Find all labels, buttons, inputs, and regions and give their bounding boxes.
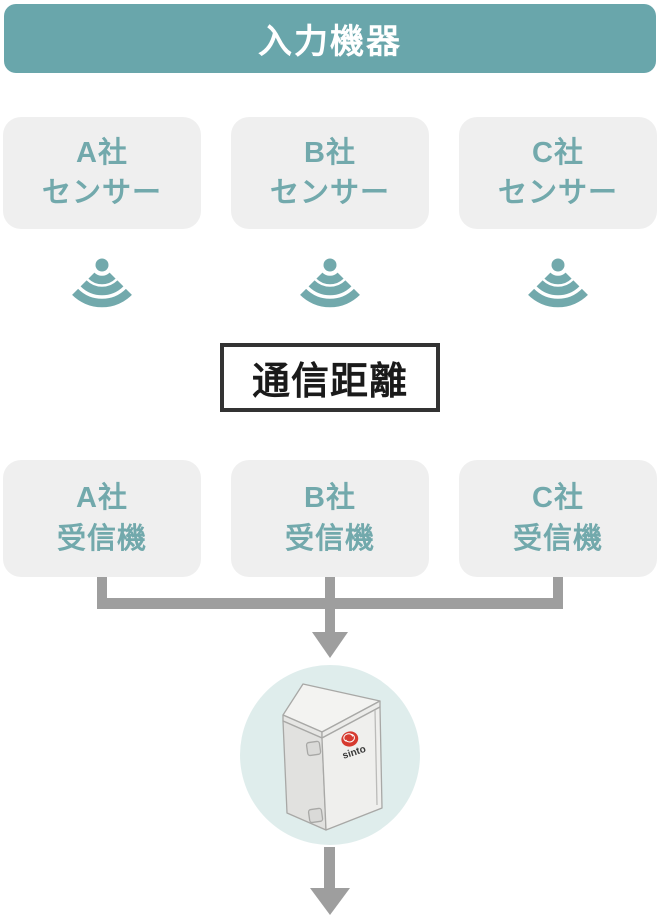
- sensor-a-company: A社: [76, 136, 128, 169]
- connector-stub-left: [97, 577, 107, 609]
- sensor-a-device: センサー: [41, 177, 162, 209]
- sensor-b-device: センサー: [269, 177, 390, 209]
- sensor-b-company: B社: [304, 136, 356, 169]
- header-title: 入力機器: [258, 23, 402, 61]
- connector-horizontal-bar: [97, 598, 563, 609]
- wireless-signal-icon: [231, 256, 429, 312]
- receiver-b-device: 受信機: [284, 522, 375, 555]
- sensor-row: A社 センサー B社 センサー C社 センサー: [3, 117, 657, 229]
- cabinet-door-seam: [374, 709, 378, 806]
- receiver-a-company: A社: [76, 482, 128, 515]
- wireless-icon-row: [3, 256, 657, 312]
- receiver-box-c: C社 受信機: [459, 460, 657, 577]
- header-input-devices: 入力機器: [4, 4, 656, 73]
- sensor-c-company: C社: [532, 136, 584, 169]
- sensor-box-a: A社 センサー: [3, 117, 201, 229]
- wireless-signal-icon: [459, 256, 657, 312]
- arrow-down-icon: [310, 888, 350, 915]
- sensor-c-device: センサー: [497, 177, 618, 209]
- receiver-box-a: A社 受信機: [3, 460, 201, 577]
- receiver-box-b: B社 受信機: [231, 460, 429, 577]
- arrow-down-icon: [312, 632, 348, 658]
- output-arrow-shaft: [324, 847, 335, 889]
- sensor-box-b: B社 センサー: [231, 117, 429, 229]
- communication-distance-box: 通信距離: [220, 343, 440, 412]
- sensor-box-c: C社 センサー: [459, 117, 657, 229]
- receiver-c-company: C社: [532, 482, 584, 515]
- communication-distance-label: 通信距離: [251, 361, 408, 403]
- sinto-logo-swirl: [343, 733, 355, 743]
- receiver-c-device: 受信機: [512, 522, 603, 555]
- cabinet-hinge-bottom: [307, 807, 324, 824]
- receiver-a-device: 受信機: [56, 522, 147, 555]
- cabinet-front-face: [321, 706, 383, 831]
- receiver-row: A社 受信機 B社 受信機 C社 受信機: [3, 460, 657, 577]
- wireless-signal-icon: [3, 256, 201, 312]
- control-cabinet-illustration: sinto: [282, 683, 383, 831]
- receiver-b-company: B社: [304, 482, 356, 515]
- connector-stub-right: [553, 577, 563, 609]
- cabinet-hinge-top: [305, 740, 322, 757]
